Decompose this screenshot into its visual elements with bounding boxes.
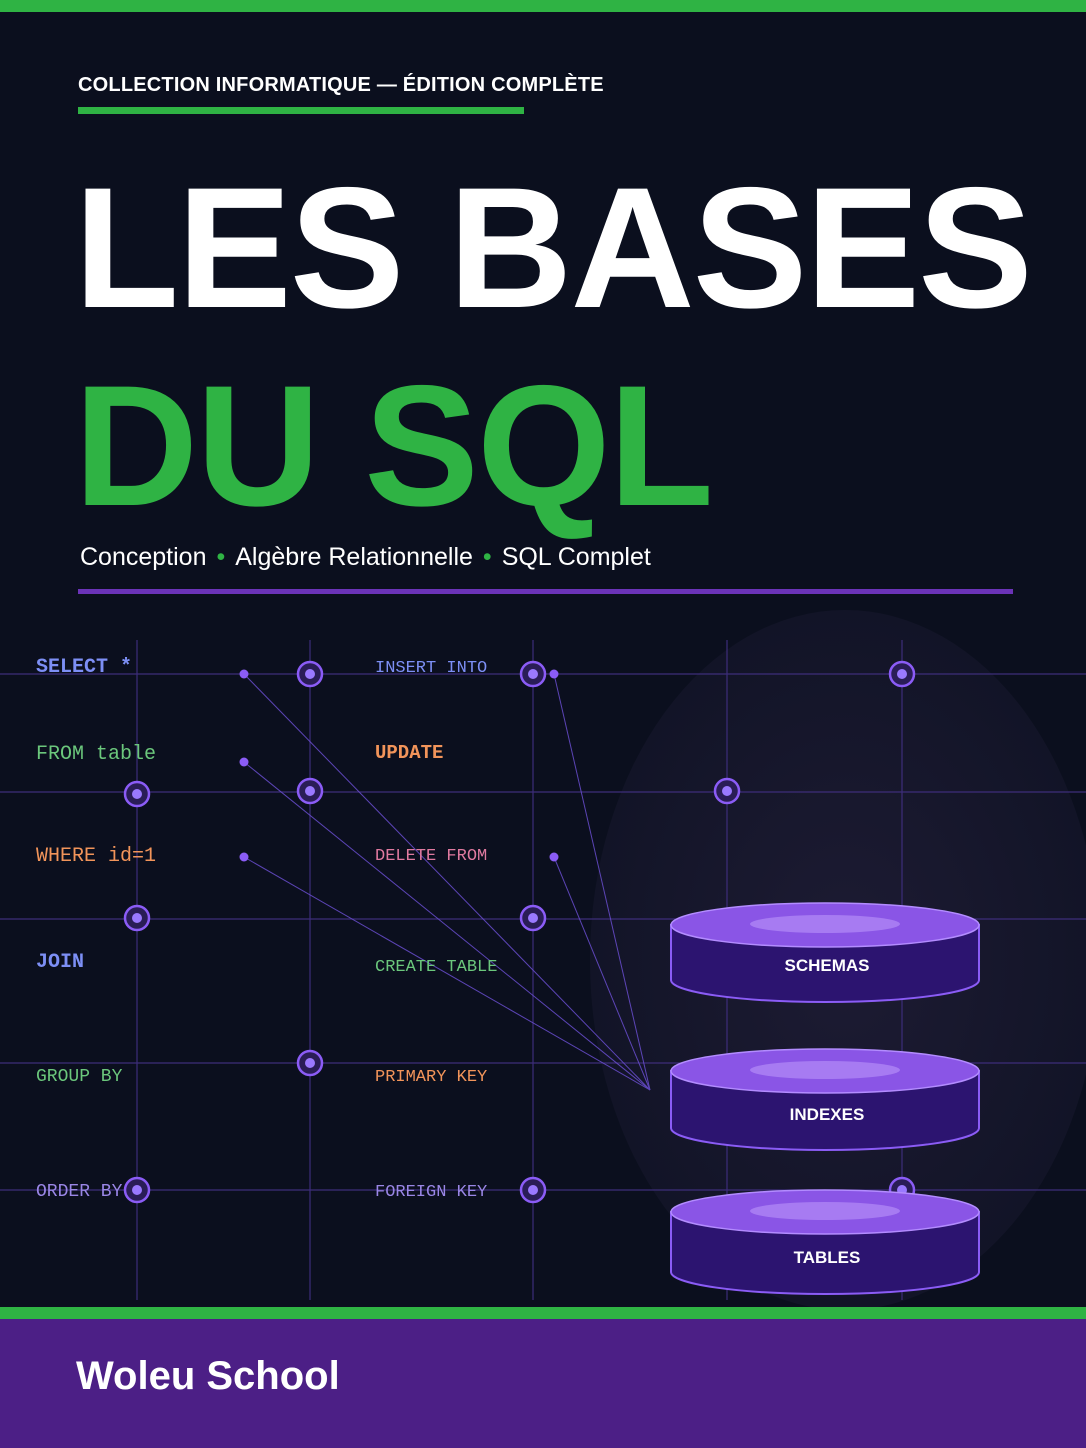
database-disk-schemas: SCHEMAS <box>670 902 980 1003</box>
subtitle-separator: • <box>482 543 492 571</box>
footer-band <box>0 1319 1086 1448</box>
keyword-order-by: ORDER BY <box>36 1182 123 1202</box>
node <box>519 660 547 688</box>
keyword-from: FROM table <box>36 743 156 766</box>
node <box>519 1176 547 1204</box>
top-accent-bar <box>0 0 1086 12</box>
subtitle-rule <box>78 589 1013 594</box>
keyword-update: UPDATE <box>375 742 443 764</box>
grid-nodes <box>123 660 916 1204</box>
keywords-middle: INSERT INTO UPDATE DELETE FROM CREATE TA… <box>375 659 497 1202</box>
keyword-where: WHERE id=1 <box>36 845 156 868</box>
subtitle: Conception • Algèbre Relationnelle • SQL Com… <box>80 543 651 572</box>
connection-dots <box>239 669 559 862</box>
publisher-name: Woleu School <box>76 1354 340 1398</box>
series-label: COLLECTION INFORMATIQUE — ÉDITION COMPLÈ… <box>78 74 604 96</box>
subtitle-separator: • <box>216 543 226 571</box>
title-line-1: LES BASES <box>74 152 1033 344</box>
subtitle-item-sql: SQL Complet <box>501 543 651 571</box>
node <box>123 1176 151 1204</box>
node <box>888 660 916 688</box>
label-tables: TABLES <box>794 1248 861 1267</box>
label-schemas: SCHEMAS <box>784 956 869 975</box>
keyword-create-table: CREATE TABLE <box>375 958 497 977</box>
keyword-primary-key: PRIMARY KEY <box>375 1068 487 1087</box>
keyword-foreign-key: FOREIGN KEY <box>375 1183 487 1202</box>
keyword-select: SELECT * <box>36 656 132 679</box>
database-disk-tables: TABLES <box>670 1189 980 1295</box>
node <box>296 777 324 805</box>
node <box>123 780 151 808</box>
node <box>519 904 547 932</box>
title-line-2: DU SQL <box>74 350 714 542</box>
keyword-delete-from: DELETE FROM <box>375 847 487 866</box>
bottom-accent-bar <box>0 1307 1086 1319</box>
subtitle-item-conception: Conception <box>80 543 207 571</box>
database-disk-indexes: INDEXES <box>670 1048 980 1151</box>
node <box>713 777 741 805</box>
keywords-left: SELECT * FROM table WHERE id=1 JOIN GROU… <box>36 656 156 1202</box>
node <box>296 1049 324 1077</box>
label-indexes: INDEXES <box>790 1105 865 1124</box>
sql-network-illustration: SELECT * FROM table WHERE id=1 JOIN GROU… <box>0 610 1086 1307</box>
subtitle-item-algebre: Algèbre Relationnelle <box>235 543 473 571</box>
node <box>123 904 151 932</box>
keyword-join: JOIN <box>36 951 84 974</box>
connection-lines <box>243 673 651 1091</box>
series-underline <box>78 107 524 114</box>
keyword-insert-into: INSERT INTO <box>375 659 487 678</box>
node <box>296 660 324 688</box>
keyword-group-by: GROUP BY <box>36 1067 123 1087</box>
